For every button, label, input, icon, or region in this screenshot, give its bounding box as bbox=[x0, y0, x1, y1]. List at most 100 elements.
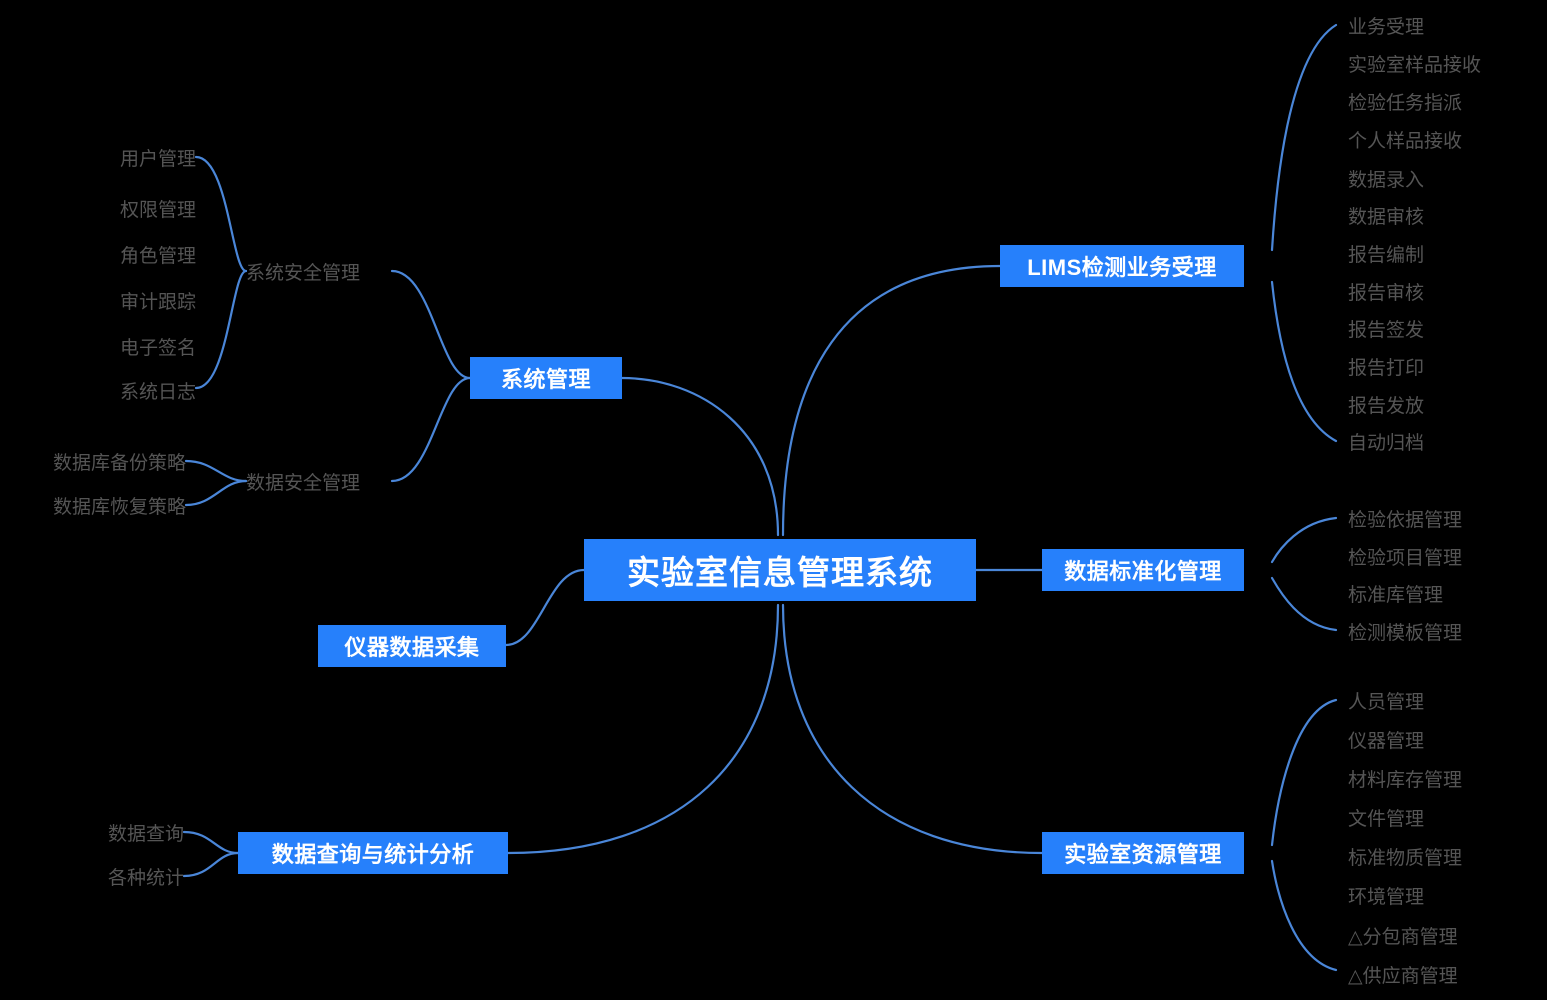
link-root-sysmgmt bbox=[620, 376, 780, 537]
link-syssec-leaves-top bbox=[194, 155, 248, 273]
leaf-label: 电子签名 bbox=[119, 337, 196, 359]
node-instrument-data-collection-label: 仪器数据采集 bbox=[344, 635, 480, 660]
link-root-lims bbox=[781, 264, 1002, 537]
leaf-item[interactable]: 文件管理 bbox=[1348, 802, 1424, 832]
leaf-label: 数据查询 bbox=[107, 823, 184, 845]
leaf-item[interactable]: 环境管理 bbox=[1348, 880, 1424, 910]
leaf-item[interactable]: 各种统计 bbox=[24, 861, 184, 891]
leaf-label: 人员管理 bbox=[1348, 691, 1425, 713]
leaf-item[interactable]: 业务受理 bbox=[1348, 10, 1424, 40]
leaf-label: 检验项目管理 bbox=[1348, 547, 1463, 569]
leaf-label: 数据录入 bbox=[1348, 169, 1425, 191]
node-instrument-data-collection[interactable]: 仪器数据采集 bbox=[318, 625, 506, 667]
node-system-security-management[interactable]: 系统安全管理 bbox=[246, 256, 360, 286]
leaf-label: 标准库管理 bbox=[1348, 584, 1444, 606]
node-lab-resource-management[interactable]: 实验室资源管理 bbox=[1042, 832, 1244, 874]
leaf-label: 个人样品接收 bbox=[1348, 130, 1463, 152]
leaf-item[interactable]: 审计跟踪 bbox=[16, 285, 196, 315]
link-datastd-leaves-top bbox=[1270, 516, 1338, 564]
leaf-label: 数据库恢复策略 bbox=[52, 496, 186, 518]
leaf-item[interactable]: △供应商管理 bbox=[1348, 959, 1458, 989]
link-dataquery-leaf1 bbox=[182, 830, 240, 855]
leaf-label: 检测模板管理 bbox=[1348, 622, 1463, 644]
leaf-item[interactable]: 标准物质管理 bbox=[1348, 841, 1462, 871]
node-system-security-management-label: 系统安全管理 bbox=[246, 262, 361, 284]
node-data-query-statistics[interactable]: 数据查询与统计分析 bbox=[238, 832, 508, 874]
leaf-item[interactable]: 用户管理 bbox=[16, 142, 196, 172]
leaf-item[interactable]: 数据审核 bbox=[1348, 200, 1424, 230]
leaf-item[interactable]: △分包商管理 bbox=[1348, 920, 1458, 950]
root-node[interactable]: 实验室信息管理系统 bbox=[584, 539, 976, 601]
link-sysmgmt-syssec bbox=[390, 269, 472, 380]
leaf-label: 环境管理 bbox=[1348, 886, 1425, 908]
root-node-label: 实验室信息管理系统 bbox=[627, 554, 933, 591]
link-labres-leaves-top bbox=[1270, 698, 1338, 847]
leaf-item[interactable]: 标准库管理 bbox=[1348, 578, 1443, 608]
leaf-item[interactable]: 数据查询 bbox=[24, 817, 184, 847]
leaf-item[interactable]: 个人样品接收 bbox=[1348, 124, 1462, 154]
leaf-label: 报告审核 bbox=[1348, 282, 1425, 304]
node-data-standardization-management[interactable]: 数据标准化管理 bbox=[1042, 549, 1244, 591]
leaf-item[interactable]: 数据库恢复策略 bbox=[0, 490, 186, 520]
node-data-query-statistics-label: 数据查询与统计分析 bbox=[271, 842, 475, 867]
link-datasec-leaf2 bbox=[184, 479, 248, 507]
link-lims-leaves-bottom bbox=[1270, 280, 1338, 443]
leaf-label: 数据库备份策略 bbox=[52, 452, 186, 474]
leaf-item[interactable]: 自动归档 bbox=[1348, 426, 1424, 456]
node-data-security-management-label: 数据安全管理 bbox=[246, 472, 361, 494]
leaf-item[interactable]: 报告编制 bbox=[1348, 238, 1424, 268]
leaf-label: 业务受理 bbox=[1348, 16, 1425, 38]
link-lims-leaves-top bbox=[1270, 23, 1338, 252]
link-datasec-leaf1 bbox=[184, 459, 248, 483]
leaf-item[interactable]: 仪器管理 bbox=[1348, 724, 1424, 754]
node-lims-business-acceptance-label: LIMS检测业务受理 bbox=[1027, 255, 1217, 280]
leaf-item[interactable]: 报告发放 bbox=[1348, 389, 1424, 419]
leaf-label: 检验依据管理 bbox=[1348, 509, 1463, 531]
node-lims-business-acceptance[interactable]: LIMS检测业务受理 bbox=[1000, 245, 1244, 287]
leaf-item[interactable]: 检验项目管理 bbox=[1348, 541, 1462, 571]
link-sysmgmt-datasec bbox=[390, 376, 472, 483]
leaf-label: 标准物质管理 bbox=[1348, 847, 1463, 869]
leaf-label: 报告编制 bbox=[1348, 244, 1425, 266]
leaf-label: 报告发放 bbox=[1348, 395, 1425, 417]
leaf-label: 审计跟踪 bbox=[119, 291, 196, 313]
node-data-security-management[interactable]: 数据安全管理 bbox=[246, 466, 360, 496]
leaf-label: △供应商管理 bbox=[1348, 965, 1458, 987]
leaf-label: 报告打印 bbox=[1348, 357, 1425, 379]
node-data-standardization-management-label: 数据标准化管理 bbox=[1064, 559, 1222, 584]
leaf-label: 文件管理 bbox=[1348, 808, 1425, 830]
link-syssec-leaves-bottom bbox=[194, 269, 248, 390]
leaf-item[interactable]: 权限管理 bbox=[16, 193, 196, 223]
link-root-labres bbox=[781, 603, 1044, 855]
leaf-item[interactable]: 数据录入 bbox=[1348, 163, 1424, 193]
leaf-label: 实验室样品接收 bbox=[1348, 54, 1482, 76]
leaf-label: 检验任务指派 bbox=[1348, 92, 1463, 114]
leaf-item[interactable]: 人员管理 bbox=[1348, 685, 1424, 715]
leaf-label: 权限管理 bbox=[119, 199, 196, 221]
node-system-management[interactable]: 系统管理 bbox=[470, 357, 622, 399]
leaf-label: 数据审核 bbox=[1348, 206, 1425, 228]
leaf-label: 自动归档 bbox=[1348, 432, 1425, 454]
leaf-item[interactable]: 检测模板管理 bbox=[1348, 616, 1462, 646]
leaf-label: 材料库存管理 bbox=[1348, 769, 1463, 791]
leaf-item[interactable]: 检验任务指派 bbox=[1348, 86, 1462, 116]
leaf-item[interactable]: 报告签发 bbox=[1348, 313, 1424, 343]
leaf-label: 各种统计 bbox=[107, 867, 184, 889]
leaf-item[interactable]: 材料库存管理 bbox=[1348, 763, 1462, 793]
leaf-label: 系统日志 bbox=[119, 381, 196, 403]
link-dataquery-leaf2 bbox=[182, 851, 240, 878]
link-root-instrument bbox=[504, 568, 586, 647]
leaf-label: △分包商管理 bbox=[1348, 926, 1458, 948]
leaf-item[interactable]: 报告打印 bbox=[1348, 351, 1424, 381]
node-lab-resource-management-label: 实验室资源管理 bbox=[1064, 842, 1222, 867]
link-root-dataquery bbox=[506, 603, 780, 855]
leaf-item[interactable]: 检验依据管理 bbox=[1348, 503, 1462, 533]
leaf-item[interactable]: 角色管理 bbox=[16, 239, 196, 269]
leaf-item[interactable]: 报告审核 bbox=[1348, 276, 1424, 306]
leaf-item[interactable]: 系统日志 bbox=[16, 375, 196, 405]
leaf-item[interactable]: 实验室样品接收 bbox=[1348, 48, 1481, 78]
leaf-item[interactable]: 电子签名 bbox=[16, 331, 196, 361]
leaf-item[interactable]: 数据库备份策略 bbox=[0, 446, 186, 476]
leaf-label: 报告签发 bbox=[1348, 319, 1425, 341]
